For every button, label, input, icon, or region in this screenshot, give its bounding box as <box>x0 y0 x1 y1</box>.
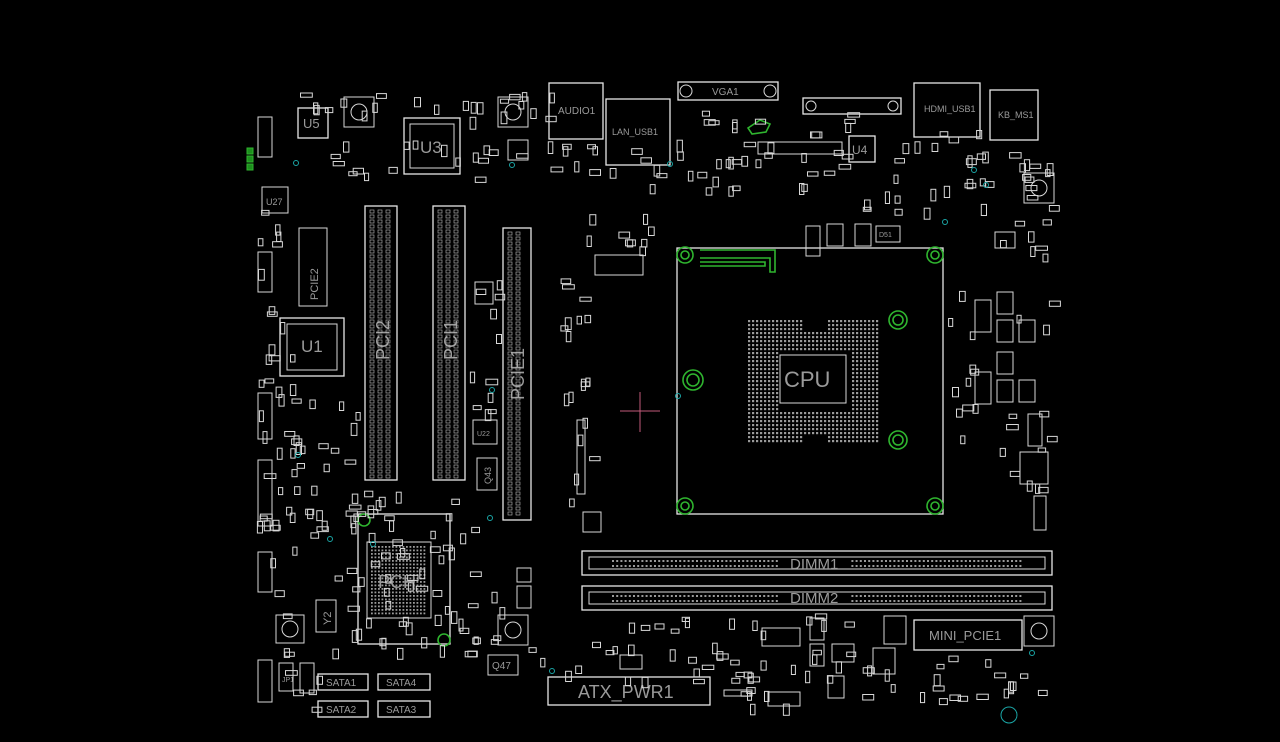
u1-label: U1 <box>301 337 323 356</box>
green-trace-cpu <box>700 249 776 273</box>
dimm-pin-rows <box>612 560 1022 602</box>
right-side-components <box>974 231 1055 647</box>
left-edge-components <box>246 116 315 703</box>
slot-dimm1[interactable]: DIMM1 <box>581 550 1053 576</box>
chip-pch[interactable]: PCH <box>357 513 451 645</box>
q47-label: Q47 <box>492 661 511 672</box>
green-trace-top <box>746 119 772 135</box>
via-bottom-right <box>1000 706 1018 724</box>
header-strip <box>757 141 843 155</box>
kb-ms1-label: KB_MS1 <box>998 110 1034 120</box>
sata2-label: SATA2 <box>326 705 357 716</box>
bottom-components <box>723 615 907 707</box>
connector-sata2[interactable]: SATA2 <box>317 700 369 718</box>
u4-label: U4 <box>852 143 868 157</box>
cursor-crosshair <box>620 392 660 432</box>
slot-dimm2[interactable]: DIMM2 <box>581 585 1053 611</box>
vias <box>293 160 1035 674</box>
atx-pwr1-label: ATX_PWR1 <box>578 682 674 703</box>
d51-label: D51 <box>879 232 892 239</box>
connector-sata4[interactable]: SATA4 <box>377 673 431 691</box>
mini-pcie1-label: MINI_PCIE1 <box>929 628 1001 643</box>
component-q47: Q47 <box>487 654 519 676</box>
sata1-label: SATA1 <box>326 678 357 689</box>
u3-label: U3 <box>420 138 442 157</box>
u27-label: U27 <box>266 197 283 207</box>
connector-sata3[interactable]: SATA3 <box>377 700 431 718</box>
chip-u4[interactable]: U4 <box>848 135 876 163</box>
connector-mini-pcie1[interactable]: MINI_PCIE1 <box>913 619 1023 651</box>
q43-label: Q43 <box>483 467 493 484</box>
connector-kb-ms1[interactable]: KB_MS1 <box>989 89 1039 141</box>
connector-vga1[interactable]: VGA1 <box>677 81 779 101</box>
pcie1-label: PCIE1 <box>508 348 528 400</box>
u5-label: U5 <box>303 116 320 131</box>
connector-pcie2-small[interactable]: PCIE2 <box>298 227 328 307</box>
dimm2-label: DIMM2 <box>790 590 838 607</box>
jp1-label: JP1 <box>282 677 294 684</box>
vga1-label: VGA1 <box>712 87 739 98</box>
u22-label: U22 <box>477 431 490 438</box>
chip-u1[interactable]: U1 <box>279 317 345 377</box>
connector-audio1[interactable]: AUDIO1 <box>548 82 604 140</box>
connector-hdmi-usb1[interactable]: HDMI_USB1 <box>913 82 981 138</box>
connector-lan-usb1[interactable]: LAN_USB1 <box>605 98 671 166</box>
cpu-top-components <box>805 223 901 257</box>
cpu-mounting-holes <box>676 246 944 515</box>
connector-atx-pwr1[interactable]: ATX_PWR1 <box>547 676 711 706</box>
passive-components <box>256 92 1061 716</box>
connector-top-header[interactable] <box>802 97 902 115</box>
pch-label: PCH <box>378 572 416 592</box>
cpu-pin-array <box>748 320 879 443</box>
cpu-label: CPU <box>784 367 830 392</box>
pcie2-small-label: PCIE2 <box>309 268 321 300</box>
chip-u3[interactable]: U3 <box>403 117 461 175</box>
slot-pin-grid <box>369 209 521 516</box>
connector-sata1[interactable]: SATA1 <box>317 673 369 691</box>
mounting-hole-pad <box>343 96 375 128</box>
mid-small-components <box>472 96 644 670</box>
audio1-label: AUDIO1 <box>558 106 596 117</box>
slot-pcie1[interactable]: PCIE1 <box>502 227 532 521</box>
cpu-socket[interactable]: CPU <box>676 247 944 515</box>
y2-label: Y2 <box>322 612 334 625</box>
crystal-y2: Y2 <box>315 599 337 633</box>
sata4-label: SATA4 <box>386 678 417 689</box>
dimm1-label: DIMM1 <box>790 556 838 573</box>
sata3-label: SATA3 <box>386 705 417 716</box>
hdmi-usb1-label: HDMI_USB1 <box>924 104 976 114</box>
lan-usb1-label: LAN_USB1 <box>612 127 658 137</box>
